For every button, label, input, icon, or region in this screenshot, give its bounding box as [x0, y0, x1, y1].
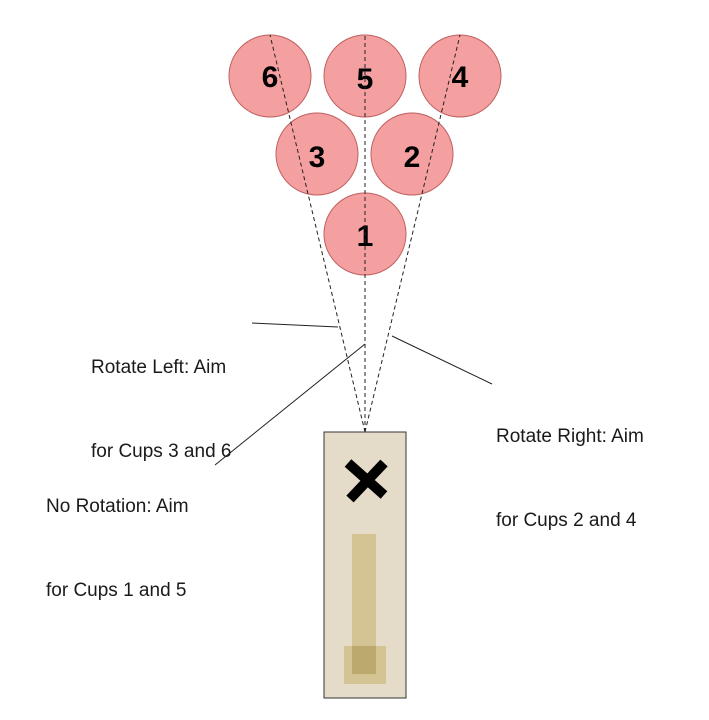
board-slot-base-inner	[352, 646, 376, 674]
label-rotate-right: Rotate Right: Aim for Cups 2 and 4	[496, 367, 644, 563]
aim-line-right	[364, 34, 461, 433]
leader-rotate-left	[251, 322, 339, 328]
label-rotate-left-line1: Rotate Left: Aim	[91, 357, 227, 378]
cup-2: 2	[370, 112, 454, 196]
label-no-rotation-line2: for Cups 1 and 5	[46, 580, 187, 601]
label-rotate-left: Rotate Left: Aim for Cups 3 and 6	[91, 298, 231, 494]
label-rotate-right-line2: for Cups 2 and 4	[496, 510, 637, 531]
leader-lines	[214, 322, 493, 466]
cup-6-number: 6	[262, 61, 279, 94]
leader-rotate-right	[391, 335, 493, 385]
cup-4-number: 4	[452, 61, 469, 94]
aim-lines	[269, 34, 461, 433]
aim-line-left	[269, 34, 366, 433]
cup-4: 4	[418, 34, 502, 118]
label-rotate-left-line2: for Cups 3 and 6	[91, 441, 232, 462]
cup-6: 6	[228, 34, 312, 118]
cup-3-number: 3	[309, 141, 326, 174]
label-rotate-right-line1: Rotate Right: Aim	[496, 426, 644, 447]
label-no-rotation: No Rotation: Aim for Cups 1 and 5	[46, 437, 189, 633]
cup-1-number: 1	[357, 220, 374, 253]
board	[323, 431, 407, 699]
label-no-rotation-line1: No Rotation: Aim	[46, 496, 189, 517]
cup-2-number: 2	[404, 141, 421, 174]
cup-5: 5	[323, 34, 407, 118]
leader-no-rotation	[214, 343, 366, 466]
x-mark-icon	[344, 459, 388, 503]
cup-3: 3	[275, 112, 359, 196]
cups: 6 5 4 3 2 1	[228, 34, 502, 276]
